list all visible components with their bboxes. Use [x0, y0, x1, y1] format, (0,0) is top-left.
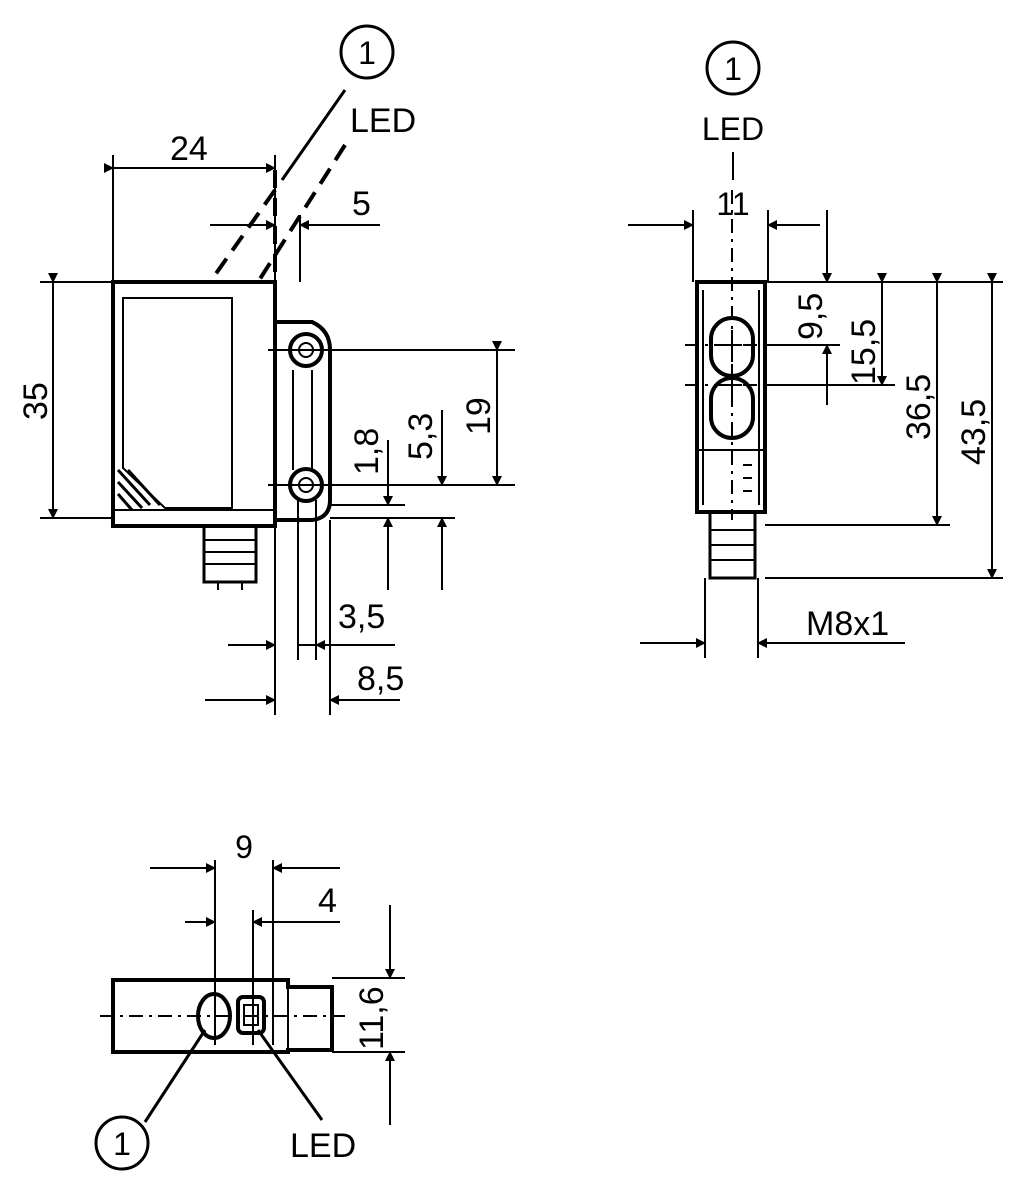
front-callout-circle — [339, 24, 395, 80]
dim-9: 9 — [235, 829, 253, 865]
top-housing — [111, 978, 334, 1054]
side-callout-circle — [705, 40, 761, 96]
side-view: 1 LED 11 9,5 15,5 36,5 43,5 M8x1 — [628, 40, 1003, 658]
front-connector — [202, 524, 258, 584]
side-callout-number: 1 — [724, 51, 742, 87]
front-bracket — [275, 320, 332, 522]
dim-11: 11 — [716, 186, 749, 222]
front-callout-number: 1 — [358, 35, 376, 71]
top-led-label: LED — [290, 1127, 356, 1165]
thread-m8x1: M8x1 — [806, 605, 889, 643]
dim-35: 35 — [17, 382, 55, 420]
top-callout-number: 1 — [113, 1126, 131, 1162]
side-led-label: LED — [702, 111, 764, 147]
dim-11-6: 11,6 — [353, 986, 391, 1050]
dim-5-3: 5,3 — [402, 413, 440, 460]
top-led — [236, 995, 266, 1035]
front-hatch — [116, 468, 162, 511]
front-lens-window — [122, 297, 233, 509]
dim-43-5: 43,5 — [955, 399, 993, 465]
dim-24: 24 — [170, 130, 208, 168]
dim-19: 19 — [460, 397, 498, 435]
dim-1-8: 1,8 — [348, 428, 386, 475]
dim-5: 5 — [352, 185, 371, 223]
dim-3-5: 3,5 — [338, 598, 385, 636]
dim-9-5: 9,5 — [792, 293, 830, 340]
front-led-label: LED — [350, 102, 416, 140]
front-housing — [111, 280, 277, 528]
top-callout-circle — [94, 1115, 150, 1171]
dim-15-5: 15,5 — [845, 319, 883, 385]
dim-36-5: 36,5 — [900, 374, 938, 440]
front-view: 1 LED 24 5 35 19 5,3 1,8 3,5 8,5 — [17, 24, 515, 715]
dim-8-5: 8,5 — [357, 660, 404, 698]
dim-4: 4 — [318, 882, 337, 920]
top-view: 9 4 11,6 1 LED — [94, 829, 405, 1171]
